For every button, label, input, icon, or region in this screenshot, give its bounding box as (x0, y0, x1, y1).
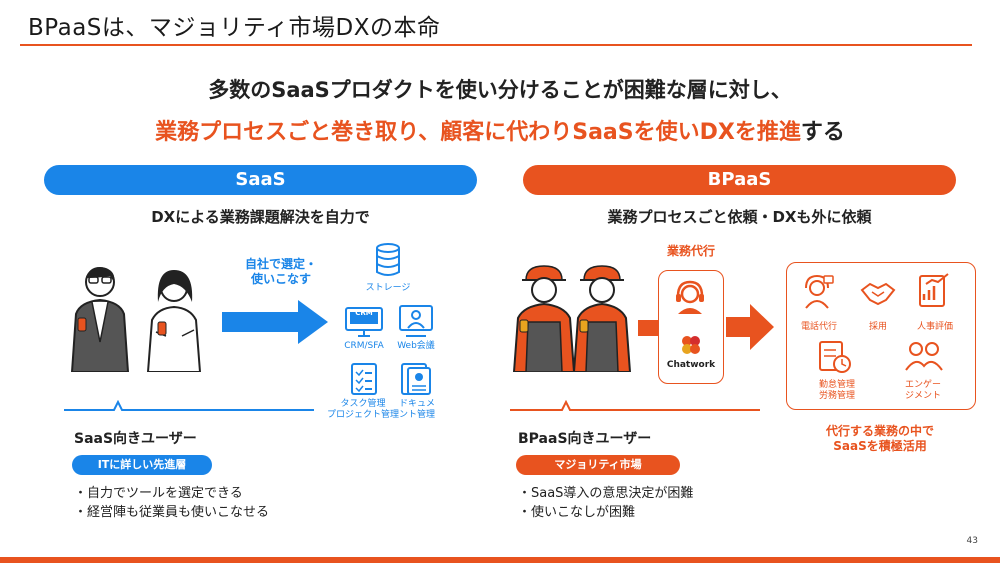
bpaas-user-tag: マジョリティ市場 (516, 455, 680, 475)
bpaas-result-line-2: SaaSを積極活用 (833, 439, 927, 453)
crm-monitor-icon (345, 307, 383, 337)
saas-user-tag: ITに詳しい先進層 (72, 455, 212, 475)
headset-operator-icon (676, 280, 704, 314)
tool-label-storage: ストレージ (365, 283, 411, 293)
service-label-recruit: 採用 (868, 322, 887, 332)
proxy-box (658, 270, 724, 384)
evaluation-chart-icon (919, 273, 949, 307)
headline-emphasis: 業務プロセスごと巻き取り、顧客に代わりSaaSを使いDXを推進 (155, 120, 801, 145)
tool-label-crm: CRM/SFA (344, 341, 384, 351)
document-icon (401, 363, 431, 395)
saas-pill: SaaS (44, 165, 477, 195)
saas-arrow-label-2: 使いこなす (250, 272, 311, 286)
tool-label-task-1: タスク管理 (340, 399, 386, 409)
bpaas-small-arrow (638, 320, 660, 336)
saas-users-illustration (70, 267, 202, 372)
service-label-attendance-1: 勤怠管理 (818, 380, 855, 390)
team-icon (905, 342, 943, 371)
service-label-evaluation: 人事評価 (916, 322, 953, 332)
saas-user-title: SaaS向きユーザー (74, 431, 197, 447)
saas-arrow-label-1: 自社で選定・ (244, 257, 317, 271)
chatwork-logo (682, 336, 700, 354)
page-number: 43 (966, 536, 978, 546)
tool-label-doc-1: ドキュメ (398, 399, 435, 409)
bpaas-bullet-1: ・SaaS導入の意思決定が困難 (518, 486, 694, 501)
headline-line-2: 業務プロセスごと巻き取り、顧客に代わりSaaSを使いDXを推進する (0, 114, 1000, 146)
phone-operator-icon (805, 274, 834, 309)
saas-baseline (64, 400, 314, 411)
bpaas-subtitle: 業務プロセスごと依頼・DXも外に依頼 (607, 208, 872, 226)
chatwork-label: Chatwork (666, 360, 716, 370)
bpaas-bullet-2: ・使いこなしが困難 (518, 505, 636, 520)
database-icon (376, 243, 400, 276)
bpaas-pill: BPaaS (523, 165, 956, 195)
tool-label-doc-2: ント管理 (398, 410, 435, 420)
service-label-engagement-1: エンゲー (904, 380, 941, 390)
bpaas-user-title: BPaaS向きユーザー (518, 431, 652, 447)
saas-subtitle: DXによる業務課題解決を自力で (151, 208, 370, 226)
proxy-label: 業務代行 (666, 244, 715, 258)
slide-title: BPaaSは、マジョリティ市場DXの本命 (28, 15, 441, 41)
crm-icon-text: CRM (355, 309, 373, 317)
service-label-engagement-2: ジメント (904, 391, 941, 401)
service-label-attendance-2: 労務管理 (818, 391, 855, 401)
service-label-phone: 電話代行 (800, 322, 837, 332)
saas-bullet-1: ・自力でツールを選定できる (74, 486, 243, 501)
saas-bullet-2: ・経営陣も従業員も使いこなせる (74, 505, 270, 520)
man-figure (70, 267, 130, 372)
web-meeting-icon (399, 305, 433, 337)
bottom-accent-bar (0, 557, 1000, 563)
woman-figure (146, 270, 202, 372)
chef-figure-2 (572, 265, 632, 372)
chef-figure-1 (512, 265, 576, 372)
headline-line-1: 多数のSaaSプロダクトを使い分けることが困難な層に対し、 (208, 78, 792, 102)
title-divider (20, 44, 972, 46)
task-list-icon (351, 363, 377, 395)
handshake-icon (860, 282, 896, 306)
headline-suffix: する (800, 120, 845, 145)
bpaas-baseline (510, 400, 760, 411)
bpaas-users-illustration (512, 265, 632, 372)
timecard-icon (819, 341, 851, 373)
bpaas-result-line-1: 代行する業務の中で (825, 424, 934, 438)
saas-arrow (222, 300, 328, 344)
tool-label-web-meeting: Web会議 (397, 341, 435, 351)
bpaas-arrow (726, 304, 774, 350)
tool-label-task-2: プロジェクト管理 (326, 410, 399, 420)
